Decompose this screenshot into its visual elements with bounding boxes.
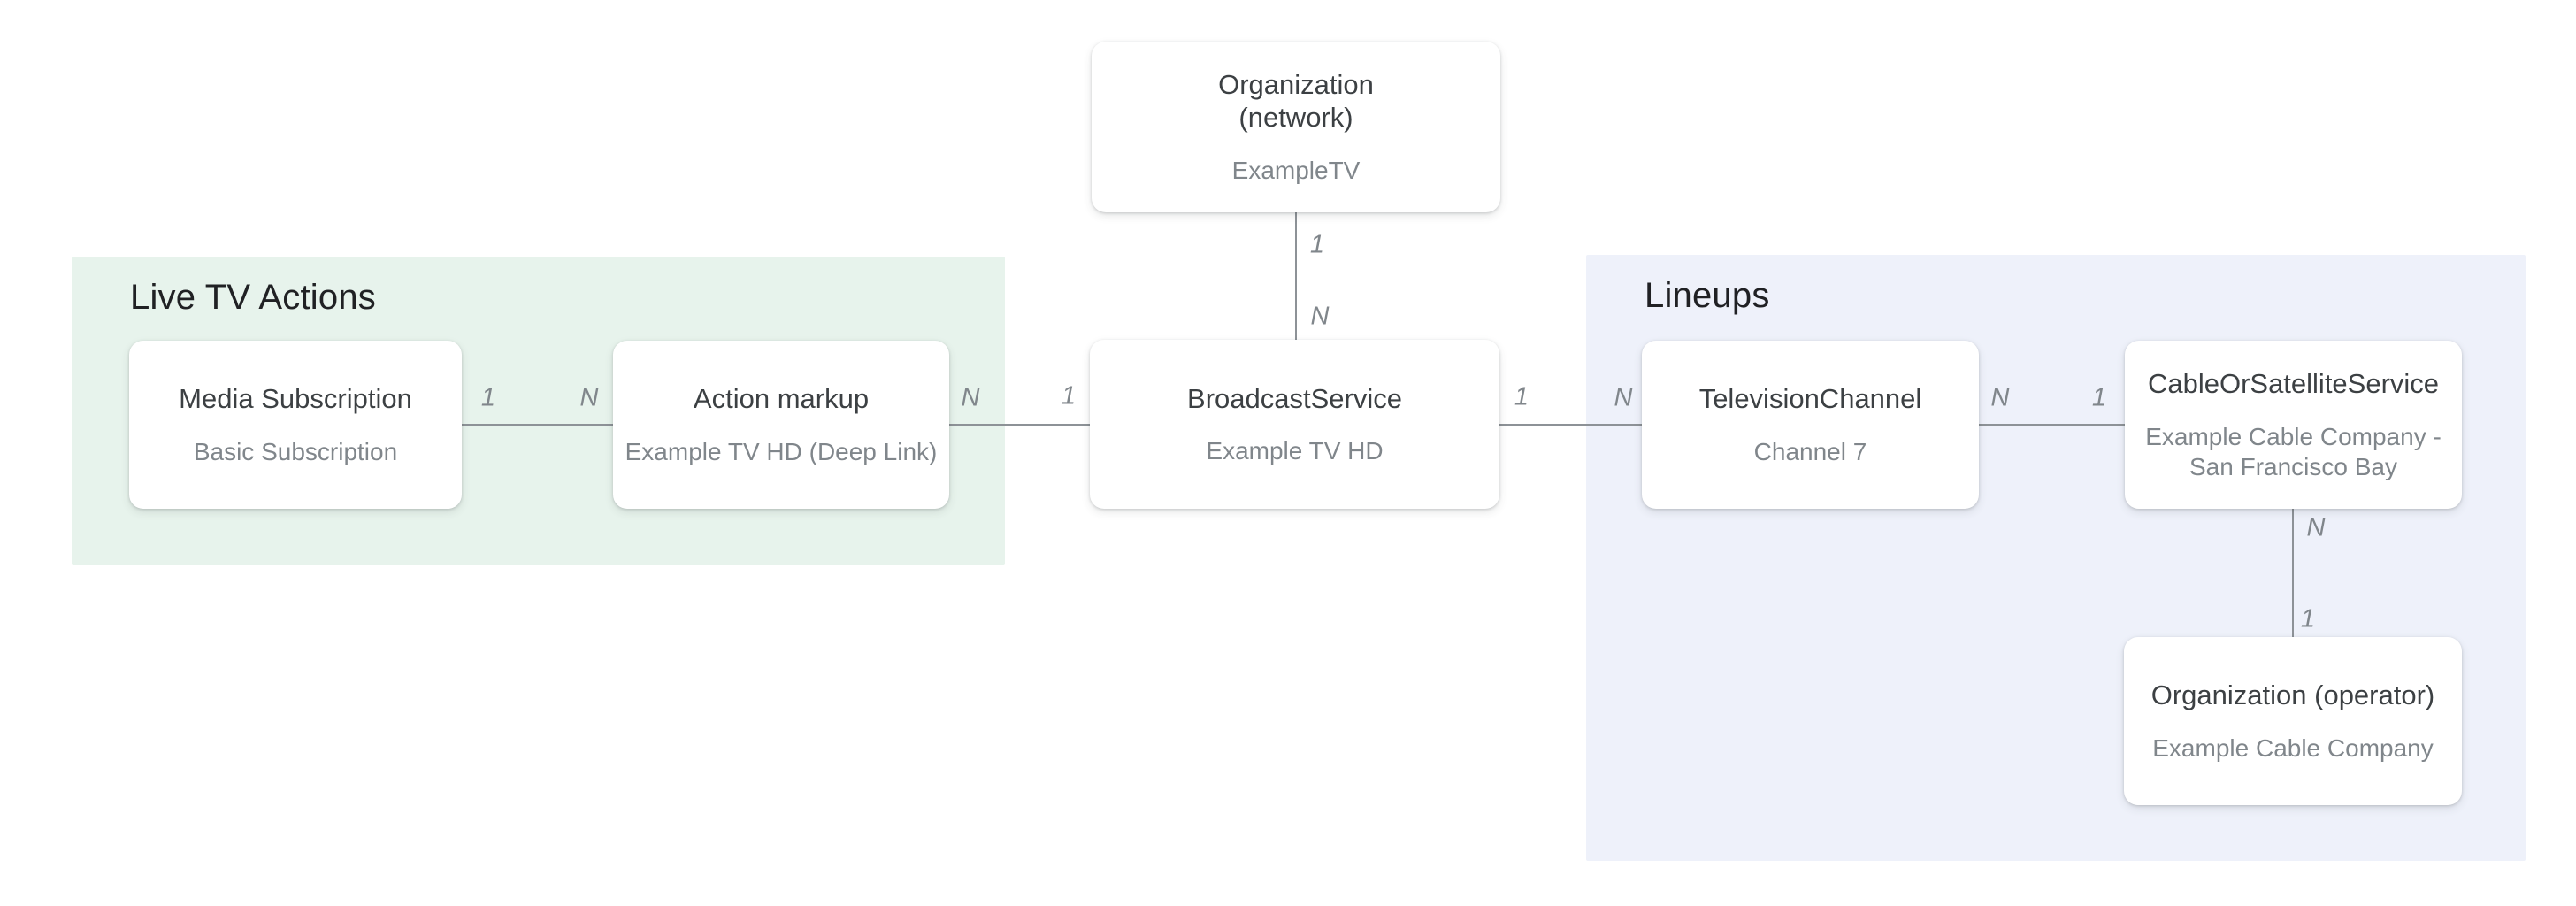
node-title: Organization (operator) xyxy=(2150,680,2435,711)
cardinality-label: 1 xyxy=(1514,382,1530,411)
node-organization-network: Organization (network) ExampleTV xyxy=(1092,42,1500,212)
cardinality-label: 1 xyxy=(2091,383,2107,412)
group-title-lineups: Lineups xyxy=(1644,276,1770,315)
node-cable-or-satellite-service: CableOrSatelliteService Example Cable Co… xyxy=(2125,341,2462,509)
node-subtitle: Basic Subscription xyxy=(193,437,398,465)
node-media-subscription: Media Subscription Basic Subscription xyxy=(129,341,462,509)
node-title: TelevisionChannel xyxy=(1698,383,1922,415)
connector-network-to-broadcastservice xyxy=(1295,212,1297,340)
cardinality-label: 1 xyxy=(480,383,496,412)
node-subtitle: Example Cable Company - San Francisco Ba… xyxy=(2145,422,2442,480)
cardinality-label: N xyxy=(1614,383,1633,412)
connector-televisionchannel-to-cableservice xyxy=(1979,424,2125,426)
node-television-channel: TelevisionChannel Channel 7 xyxy=(1642,341,1979,509)
cardinality-label: N xyxy=(2306,513,2326,542)
cardinality-label: N xyxy=(579,383,599,412)
node-organization-operator: Organization (operator) Example Cable Co… xyxy=(2124,637,2462,805)
connector-actionmarkup-to-broadcastservice xyxy=(949,424,1090,426)
node-title: Organization (network) xyxy=(1218,68,1374,134)
node-broadcast-service: BroadcastService Example TV HD xyxy=(1090,340,1499,509)
node-action-markup: Action markup Example TV HD (Deep Link) xyxy=(613,341,949,509)
group-title-live-tv-actions: Live TV Actions xyxy=(130,278,376,317)
cardinality-label: N xyxy=(961,383,980,412)
node-subtitle: Example TV HD xyxy=(1206,437,1384,465)
cardinality-label: N xyxy=(1990,383,2010,412)
node-title: Media Subscription xyxy=(179,383,412,415)
node-subtitle: ExampleTV xyxy=(1231,157,1361,185)
node-subtitle: Channel 7 xyxy=(1753,437,1867,465)
cardinality-label: 1 xyxy=(1309,230,1325,259)
cardinality-label: N xyxy=(1310,302,1330,331)
connector-cableservice-to-operator xyxy=(2292,509,2294,637)
node-title: Action markup xyxy=(693,383,870,415)
node-subtitle: Example Cable Company xyxy=(2152,733,2434,762)
node-subtitle: Example TV HD (Deep Link) xyxy=(625,437,938,465)
cardinality-label: 1 xyxy=(2300,604,2316,633)
node-title: CableOrSatelliteService xyxy=(2147,367,2440,399)
node-title: BroadcastService xyxy=(1187,382,1402,414)
connector-broadcastservice-to-televisionchannel xyxy=(1499,424,1642,426)
cardinality-label: 1 xyxy=(1061,381,1077,411)
connector-mediasubscription-to-actionmarkup xyxy=(462,424,613,426)
